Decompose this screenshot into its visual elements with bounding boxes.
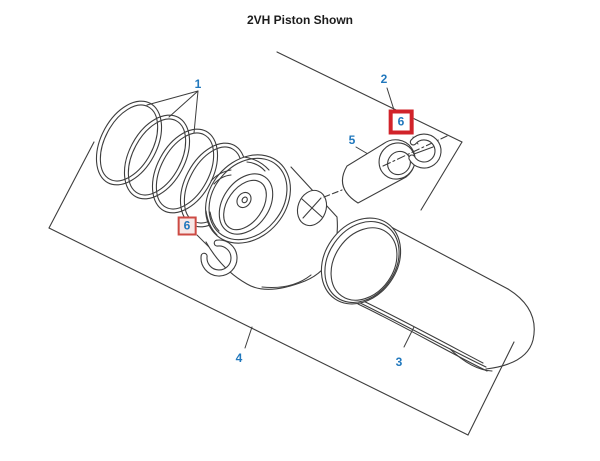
retaining-ring-lower-drawing — [200, 239, 238, 277]
retaining-ring-upper-drawing — [408, 133, 442, 169]
piston-drawing — [205, 154, 343, 290]
callout-3[interactable]: 3 — [395, 355, 403, 369]
callout-6-highlighted-upper[interactable]: 6 — [388, 109, 414, 135]
callout-1[interactable]: 1 — [194, 77, 202, 91]
diagram-title: 2VH Piston Shown — [246, 13, 353, 27]
callout-2[interactable]: 2 — [380, 72, 388, 86]
kit-boundary-lines — [48, 51, 515, 436]
callout-6-highlighted-lower[interactable]: 6 — [177, 216, 197, 236]
callout-4[interactable]: 4 — [235, 351, 243, 365]
callout-5[interactable]: 5 — [348, 133, 356, 147]
cylinder-liner-drawing — [320, 217, 535, 372]
piston-pin-drawing — [341, 139, 416, 204]
